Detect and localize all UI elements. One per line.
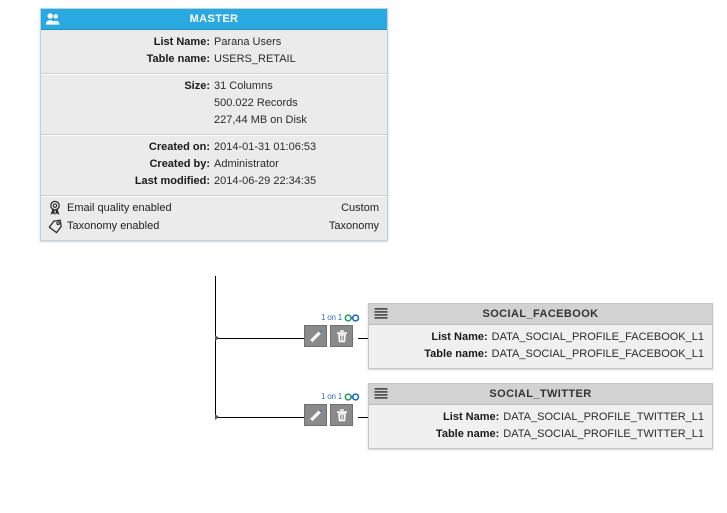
- social-facebook-detail-row: List Name: DATA_SOCIAL_PROFILE_FACEBOOK_…: [369, 329, 712, 346]
- users-icon: [45, 11, 61, 27]
- relation-cardinality-label: 1 on 1: [320, 313, 342, 322]
- master-detail-row: Table name: USERS_RETAIL: [41, 51, 387, 68]
- relation-buttons-facebook: [304, 325, 360, 347]
- size-records-value: 500.022 Records: [214, 97, 298, 109]
- list-name-label: List Name:: [443, 411, 500, 423]
- size-columns-value: 31 Columns: [214, 80, 273, 92]
- social-twitter-card[interactable]: SOCIAL_TWITTER List Name: DATA_SOCIAL_PR…: [368, 383, 713, 449]
- social-twitter-card-header[interactable]: SOCIAL_TWITTER: [369, 384, 712, 405]
- relation-controls-twitter: 1 on 1: [304, 390, 360, 428]
- connector-arrow-facebook: [215, 335, 219, 341]
- flag-taxonomy-value: Taxonomy: [328, 220, 379, 232]
- relation-edit-button[interactable]: [304, 404, 327, 426]
- table-name-label: Table name:: [435, 428, 500, 440]
- social-facebook-card[interactable]: SOCIAL_FACEBOOK List Name: DATA_SOCIAL_P…: [368, 303, 713, 369]
- relation-link-icon: [344, 313, 360, 323]
- master-detail-row: List Name: Parana Users: [41, 34, 387, 51]
- connector-branch-twitter: [215, 417, 305, 418]
- connector-arrow-twitter: [215, 414, 219, 420]
- list-name-value: Parana Users: [214, 36, 282, 48]
- list-lines-icon: [373, 306, 389, 322]
- last-modified-label: Last modified:: [134, 175, 210, 187]
- master-flags-section: Email quality enabled Custom Taxonomy en…: [41, 195, 387, 240]
- flag-email-quality-text: Email quality enabled: [67, 202, 172, 214]
- flag-taxonomy-text: Taxonomy enabled: [67, 220, 160, 232]
- connector-branch-facebook: [215, 338, 305, 339]
- master-card[interactable]: MASTER List Name: Parana Users Table nam…: [40, 8, 388, 241]
- table-name-value: USERS_RETAIL: [214, 53, 296, 65]
- created-by-value: Administrator: [214, 158, 279, 170]
- table-name-label: Table name:: [146, 53, 210, 65]
- social-facebook-details-section: List Name: DATA_SOCIAL_PROFILE_FACEBOOK_…: [369, 325, 712, 368]
- relation-cardinality-label: 1 on 1: [320, 392, 342, 401]
- created-by-label: Created by:: [149, 158, 210, 170]
- list-name-value: DATA_SOCIAL_PROFILE_FACEBOOK_L1: [491, 331, 704, 343]
- created-on-label: Created on:: [148, 141, 210, 153]
- trash-delete-icon: [334, 328, 350, 344]
- pencil-edit-icon: [308, 407, 324, 423]
- flag-row-email-quality: Email quality enabled Custom: [47, 199, 379, 217]
- relation-delete-button[interactable]: [330, 404, 353, 426]
- table-name-value: DATA_SOCIAL_PROFILE_TWITTER_L1: [503, 428, 704, 440]
- relation-cardinality-facebook: 1 on 1: [304, 311, 360, 324]
- social-twitter-detail-row: Table name: DATA_SOCIAL_PROFILE_TWITTER_…: [369, 426, 712, 443]
- list-lines-icon: [373, 386, 389, 402]
- social-twitter-details-section: List Name: DATA_SOCIAL_PROFILE_TWITTER_L…: [369, 405, 712, 448]
- created-on-value: 2014-01-31 01:06:53: [214, 141, 317, 153]
- social-facebook-detail-row: Table name: DATA_SOCIAL_PROFILE_FACEBOOK…: [369, 346, 712, 363]
- connector-trunk-vertical: [215, 276, 216, 418]
- table-name-value: DATA_SOCIAL_PROFILE_FACEBOOK_L1: [491, 348, 704, 360]
- social-facebook-card-header[interactable]: SOCIAL_FACEBOOK: [369, 304, 712, 325]
- master-audit-row: Created by: Administrator: [41, 156, 387, 173]
- master-size-row: 500.022 Records: [41, 95, 387, 112]
- flag-row-taxonomy: Taxonomy enabled Taxonomy: [47, 217, 379, 235]
- pencil-edit-icon: [308, 328, 324, 344]
- master-details-section: List Name: Parana Users Table name: USER…: [41, 30, 387, 73]
- size-disk-value: 227,44 MB on Disk: [214, 114, 307, 126]
- master-size-row: 227,44 MB on Disk: [41, 112, 387, 129]
- social-twitter-detail-row: List Name: DATA_SOCIAL_PROFILE_TWITTER_L…: [369, 409, 712, 426]
- last-modified-value: 2014-06-29 22:34:35: [214, 175, 317, 187]
- trash-delete-icon: [334, 407, 350, 423]
- connector-branch-twitter-right: [358, 417, 370, 418]
- master-audit-row: Created on: 2014-01-31 01:06:53: [41, 139, 387, 156]
- award-ribbon-icon: [47, 200, 63, 216]
- relation-cardinality-twitter: 1 on 1: [304, 390, 360, 403]
- master-audit-section: Created on: 2014-01-31 01:06:53 Created …: [41, 134, 387, 195]
- list-name-label: List Name:: [431, 331, 488, 343]
- relation-edit-button[interactable]: [304, 325, 327, 347]
- table-name-label: Table name:: [424, 348, 488, 360]
- size-label: Size:: [184, 80, 210, 92]
- master-size-row: Size: 31 Columns: [41, 78, 387, 95]
- master-card-header[interactable]: MASTER: [41, 9, 387, 30]
- relation-delete-button[interactable]: [330, 325, 353, 347]
- relation-buttons-twitter: [304, 404, 360, 426]
- relation-link-icon: [344, 392, 360, 402]
- relation-controls-facebook: 1 on 1: [304, 311, 360, 349]
- master-card-title: MASTER: [189, 13, 239, 25]
- list-name-label: List Name:: [153, 36, 210, 48]
- connector-branch-facebook-right: [358, 338, 370, 339]
- master-audit-row: Last modified: 2014-06-29 22:34:35: [41, 173, 387, 190]
- list-name-value: DATA_SOCIAL_PROFILE_TWITTER_L1: [503, 411, 704, 423]
- master-size-section: Size: 31 Columns 500.022 Records 227,44 …: [41, 73, 387, 134]
- social-facebook-card-title: SOCIAL_FACEBOOK: [482, 308, 599, 320]
- tag-icon: [47, 218, 63, 234]
- social-twitter-card-title: SOCIAL_TWITTER: [489, 388, 592, 400]
- flag-email-quality-value: Custom: [341, 202, 379, 214]
